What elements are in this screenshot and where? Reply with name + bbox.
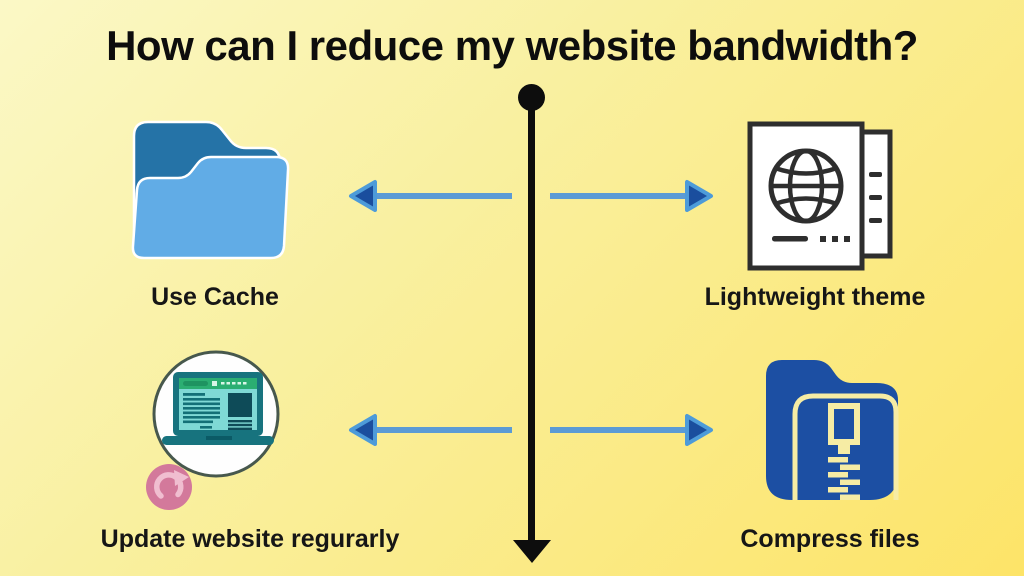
laptop-refresh-icon — [146, 350, 280, 510]
arrow-left-icon — [349, 414, 512, 446]
label-update-website: Update website regurarly — [100, 525, 400, 553]
page-title: How can I reduce my website bandwidth? — [106, 22, 918, 69]
zipper — [828, 403, 860, 500]
timeline-arrow-down-icon — [513, 540, 551, 563]
zip-folder-icon — [766, 360, 899, 500]
label-use-cache: Use Cache — [151, 283, 279, 311]
globe-icon — [768, 148, 844, 224]
text-lines — [183, 393, 220, 429]
arrow-right-icon — [550, 414, 713, 446]
label-lightweight-theme: Lightweight theme — [704, 283, 926, 311]
arrow-left-icon — [349, 180, 512, 212]
refresh-icon — [146, 464, 192, 510]
webpage-theme-icon — [747, 121, 893, 271]
open-folder-icon — [131, 120, 290, 260]
arrow-right-icon — [550, 180, 713, 212]
timeline-line — [528, 96, 535, 542]
label-compress-files: Compress files — [740, 525, 920, 553]
